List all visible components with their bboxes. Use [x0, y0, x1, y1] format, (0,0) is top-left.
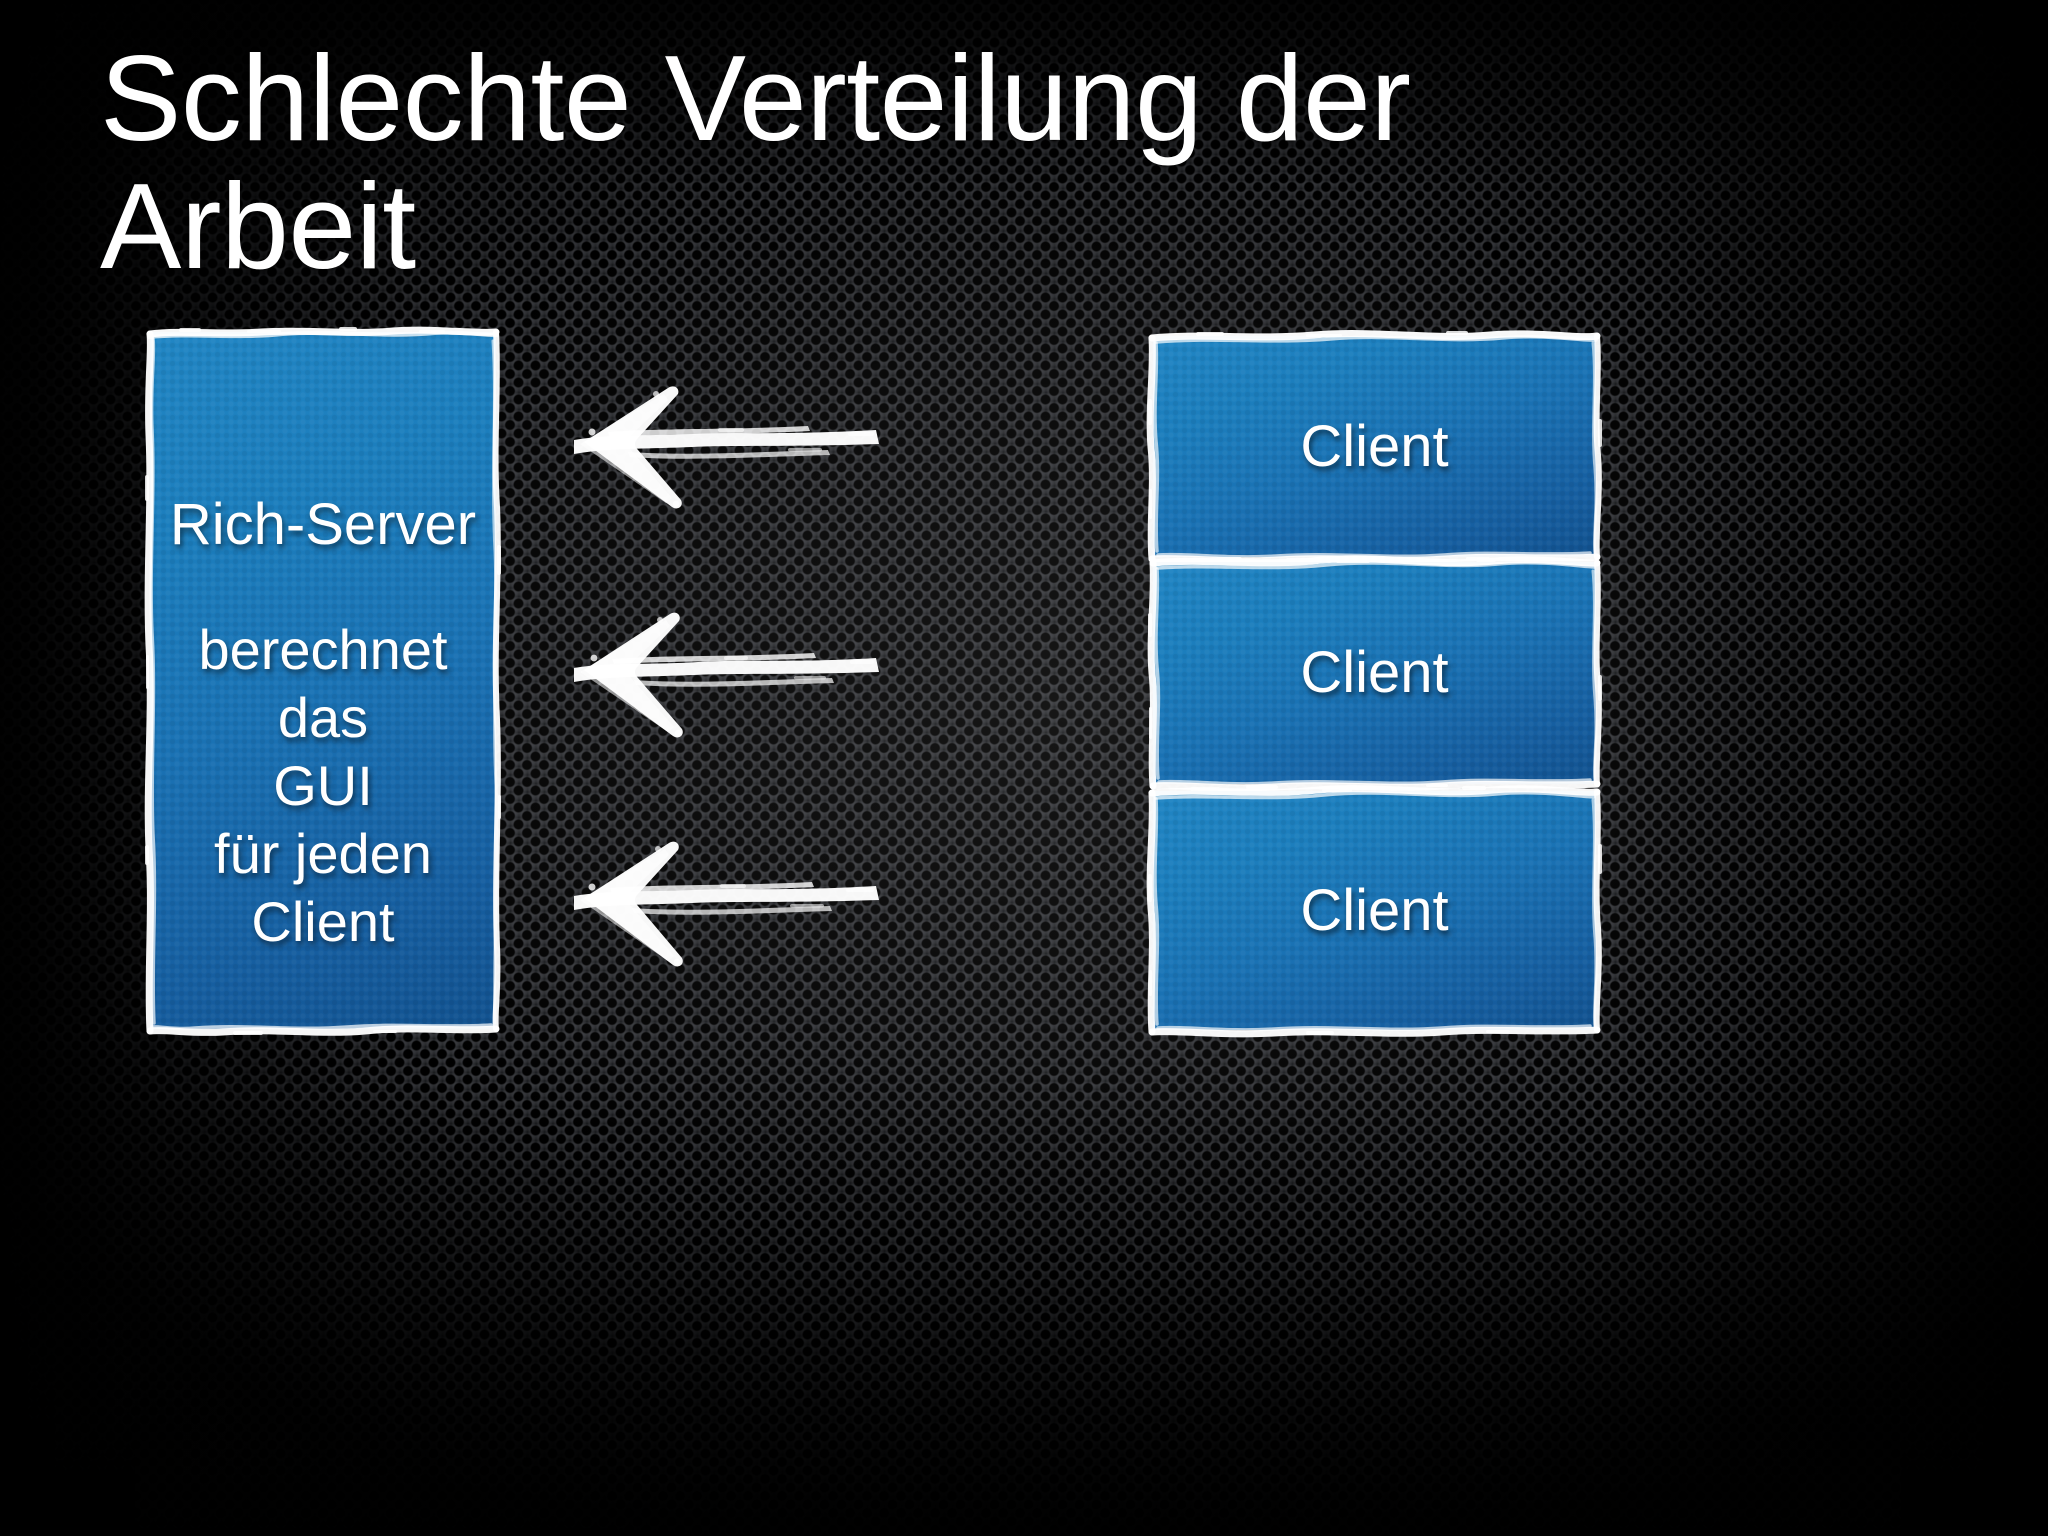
server-box-fill	[150, 332, 496, 1029]
client-box[interactable]: Client	[1146, 330, 1602, 565]
client-box[interactable]: Client	[1146, 785, 1602, 1038]
server-description-label: berechnet das GUI für jeden Client	[198, 617, 448, 953]
client-label: Client	[1300, 640, 1449, 706]
server-box[interactable]: Rich-Server berechnet das GUI für jeden …	[144, 326, 501, 1036]
client-box-fill	[1153, 336, 1596, 557]
server-box-content: Rich-Server berechnet das GUI für jeden …	[150, 406, 496, 956]
client-label: Client	[1300, 877, 1449, 943]
client-label: Client	[1300, 413, 1449, 479]
client-box-fill	[1153, 562, 1596, 784]
client-box[interactable]: Client	[1147, 555, 1602, 792]
server-title-label: Rich-Server	[169, 491, 477, 557]
client-box-fill	[1153, 791, 1596, 1030]
slide-title: Schlechte Verteilung der Arbeit	[100, 30, 1411, 294]
